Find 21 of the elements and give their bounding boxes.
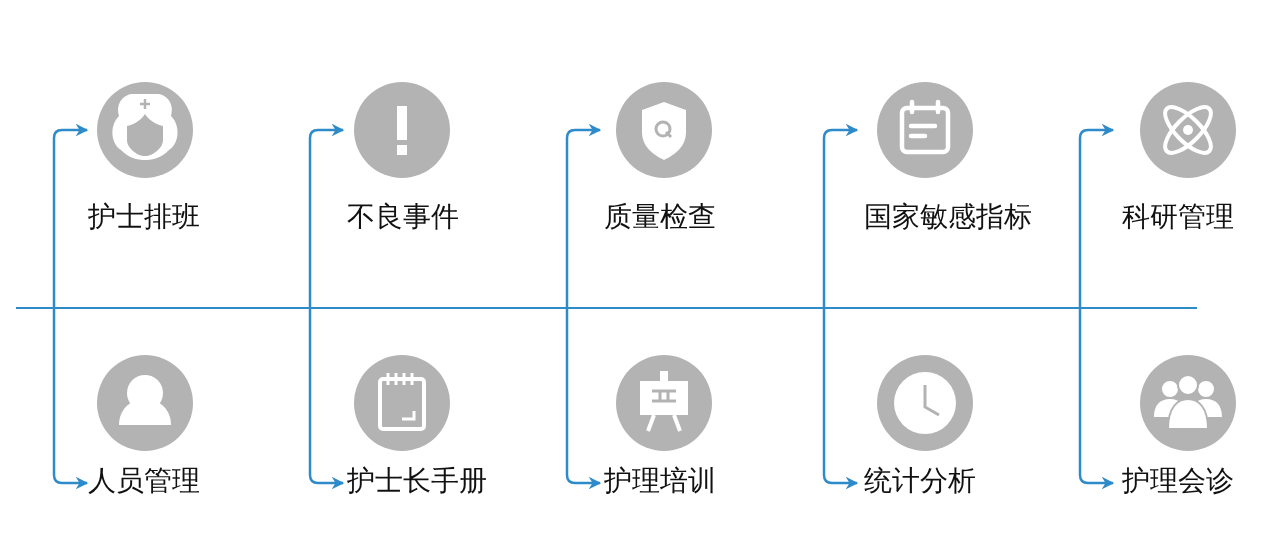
connector-arrow (308, 309, 345, 490)
item-label: 护理培训 (604, 464, 716, 498)
connector-arrow (1078, 309, 1115, 490)
item-label: 质量检查 (604, 200, 716, 234)
connector-arrow (52, 123, 89, 307)
item-label: 不良事件 (347, 200, 459, 234)
connector-arrow (822, 123, 859, 307)
item-label: 人员管理 (88, 464, 200, 498)
connector-arrow (822, 309, 859, 490)
connector-arrow (52, 309, 89, 490)
connector-arrow (565, 123, 602, 307)
timeline-bar (16, 307, 1197, 309)
item-label: 护理会诊 (1122, 464, 1234, 498)
item-label: 护士长手册 (347, 464, 487, 498)
item-label: 护士排班 (88, 200, 200, 234)
item-label: 国家敏感指标 (864, 200, 1032, 234)
item-label: 统计分析 (864, 464, 976, 498)
item-label: 科研管理 (1122, 200, 1234, 234)
connector-arrow (565, 309, 602, 490)
connector-arrow (1078, 123, 1115, 307)
connector-arrow (308, 123, 345, 307)
